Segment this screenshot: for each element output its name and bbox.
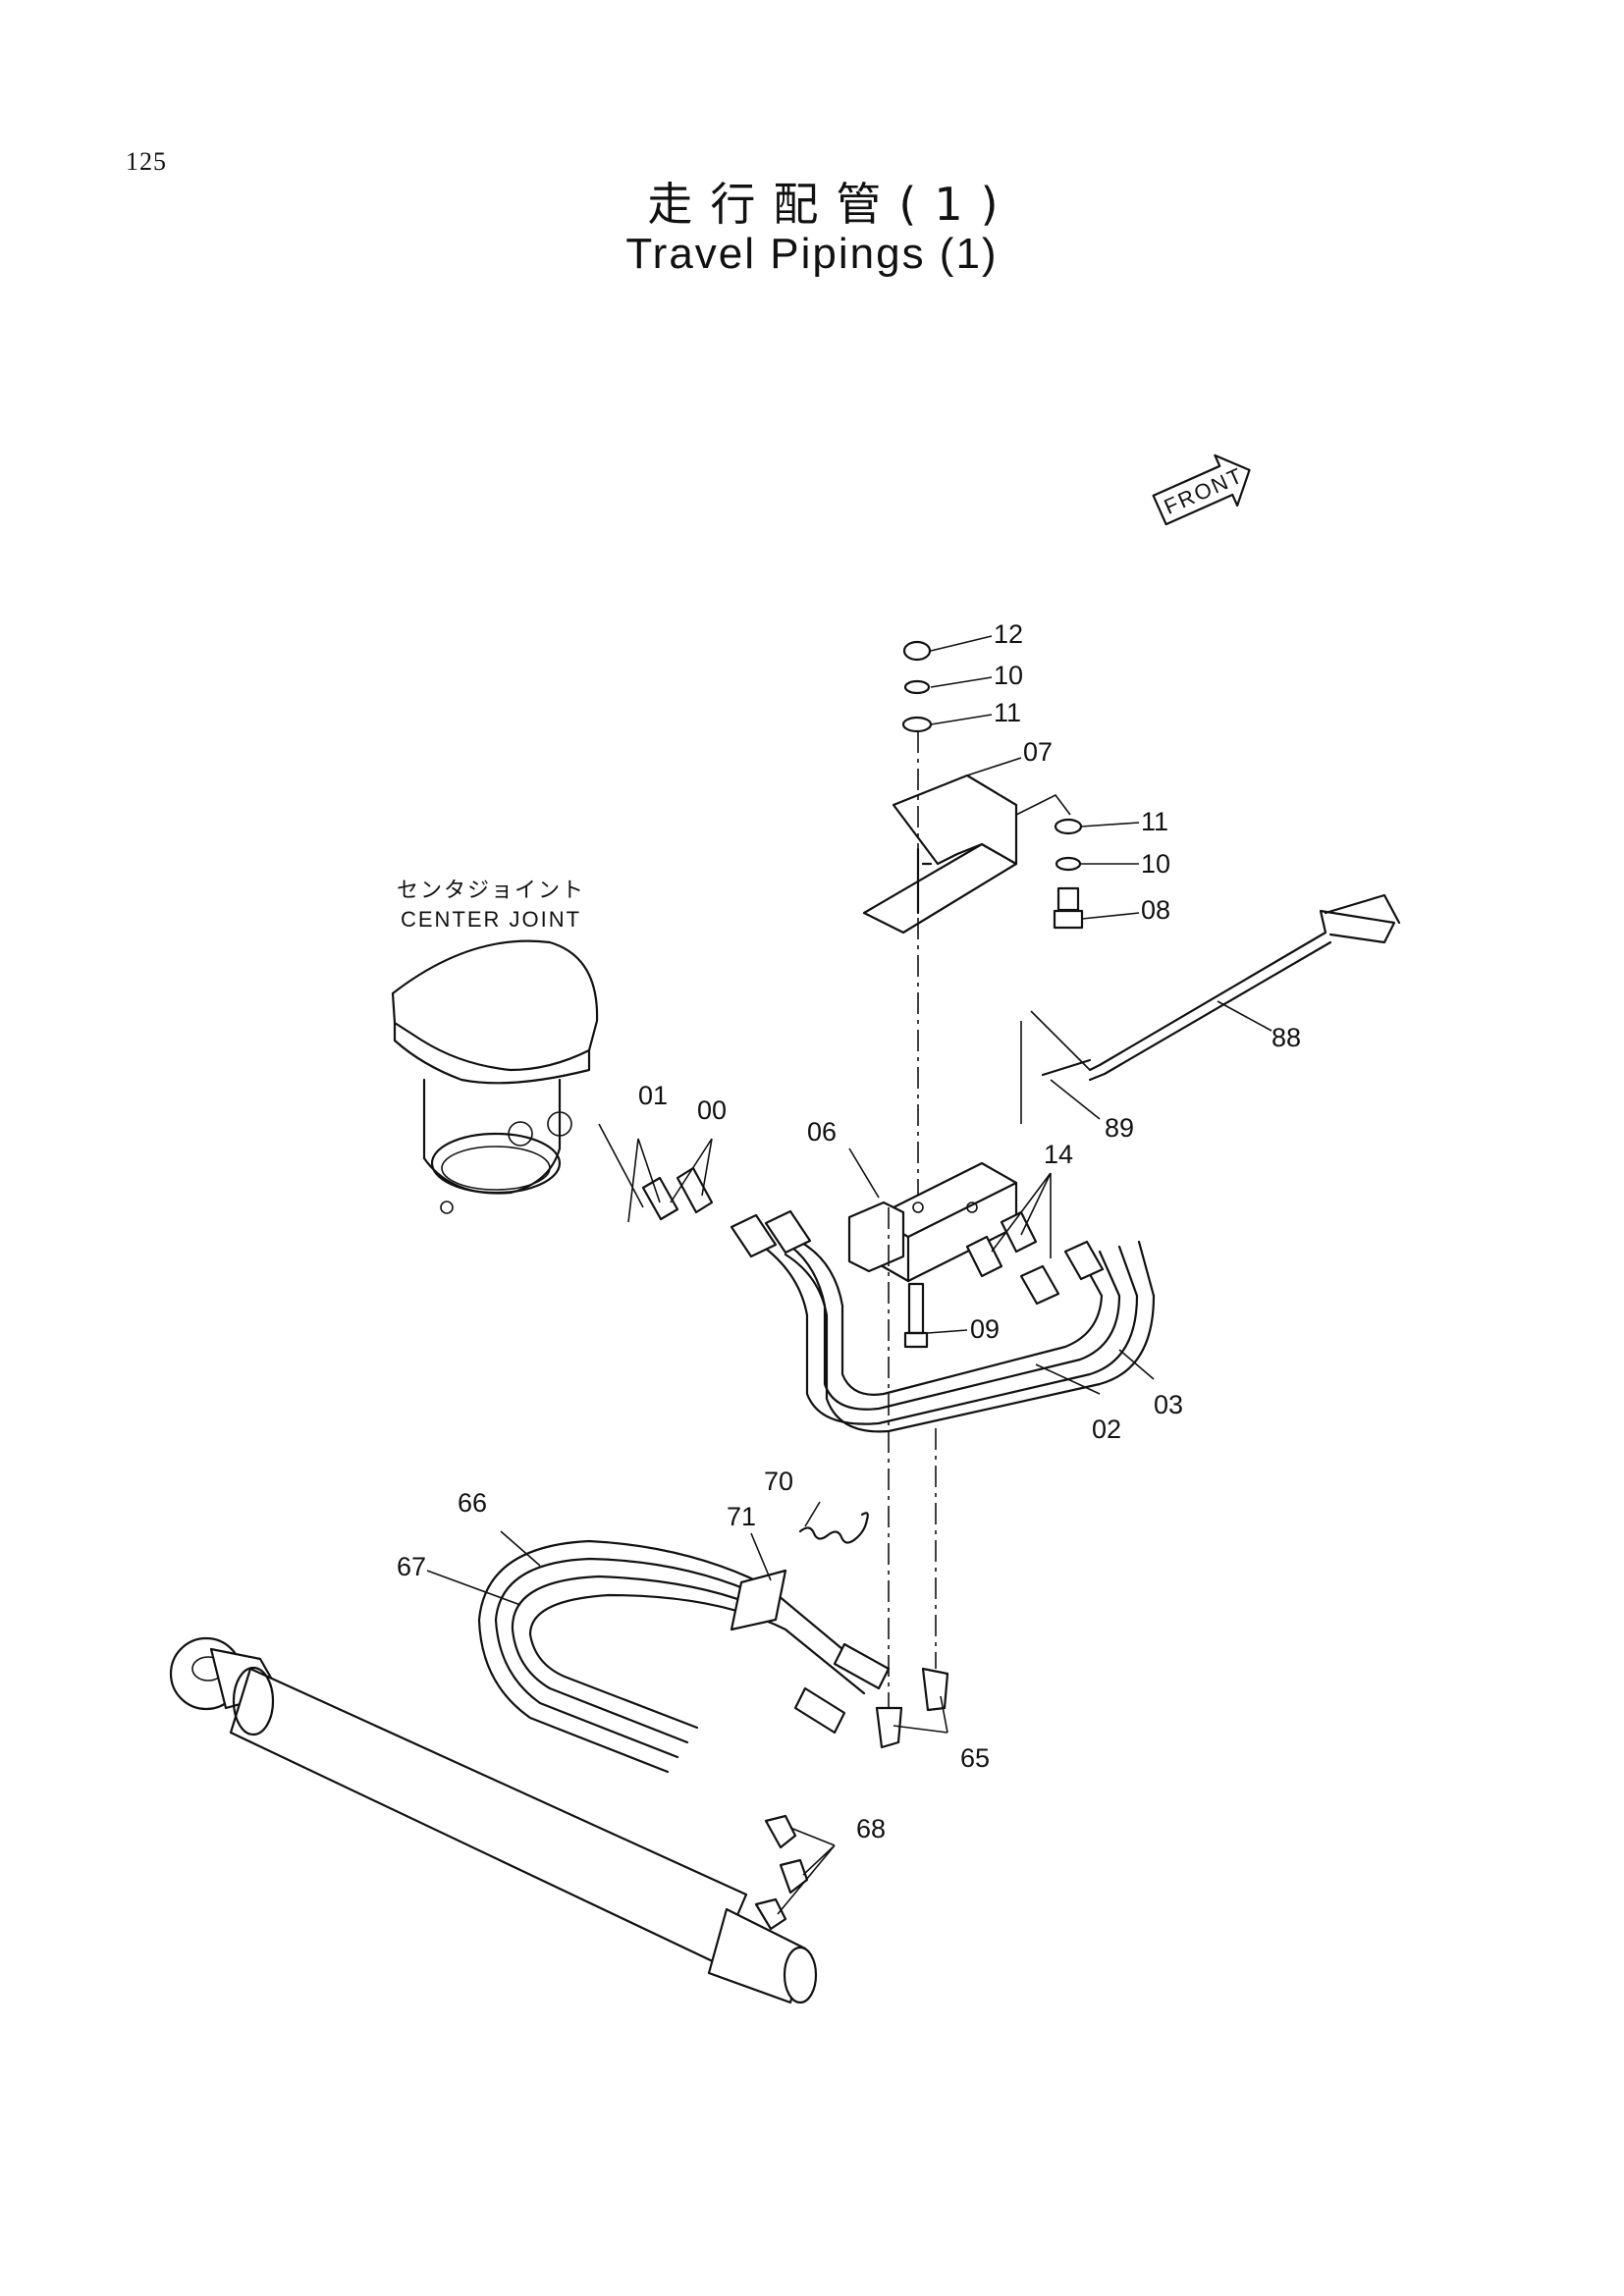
center-joint-label-en: CENTER JOINT	[401, 907, 581, 932]
callout-11-top: 11	[994, 698, 1021, 727]
callout-14: 14	[1044, 1140, 1073, 1169]
callout-65: 65	[960, 1743, 990, 1773]
bracket	[862, 774, 1018, 934]
callout-11-side: 11	[1141, 807, 1168, 836]
front-arrow-icon: FRONT	[1152, 454, 1251, 526]
callout-08: 08	[1141, 895, 1170, 925]
cylinder	[169, 1636, 818, 2004]
hose-clamp	[730, 1569, 787, 1631]
hoses	[477, 1539, 891, 1774]
page-number: 125	[126, 147, 167, 176]
callout-01: 01	[638, 1081, 668, 1110]
callout-66: 66	[458, 1488, 487, 1518]
callout-71: 71	[727, 1502, 756, 1531]
callout-88: 88	[1272, 1023, 1301, 1052]
bolt	[903, 1282, 929, 1349]
center-joint	[391, 939, 599, 1214]
callout-00: 00	[697, 1095, 727, 1125]
callout-03: 03	[1154, 1390, 1183, 1419]
callout-89: 89	[1105, 1113, 1134, 1143]
spring	[798, 1512, 869, 1544]
valve-block	[847, 1161, 1018, 1283]
leader-lines	[426, 635, 1272, 1915]
callout-07: 07	[1023, 737, 1053, 767]
lever-rod	[1020, 893, 1401, 1124]
callout-10-top: 10	[994, 661, 1023, 690]
callout-10-side: 10	[1141, 849, 1170, 879]
callout-67: 67	[397, 1552, 426, 1581]
callout-68: 68	[856, 1814, 886, 1843]
front-label: FRONT	[1161, 462, 1248, 519]
callout-09: 09	[970, 1314, 1000, 1344]
callout-12: 12	[994, 619, 1023, 649]
center-joint-label-jp: センタジョイント	[397, 878, 585, 902]
callout-06: 06	[807, 1117, 837, 1147]
pipes	[764, 1235, 1156, 1433]
callout-70: 70	[764, 1467, 793, 1496]
title-english: Travel Pipings (1)	[625, 230, 999, 278]
lower-fittings	[754, 1207, 949, 1931]
title-japanese: 走行配管(1)	[647, 178, 1016, 231]
callout-02: 02	[1092, 1415, 1121, 1444]
